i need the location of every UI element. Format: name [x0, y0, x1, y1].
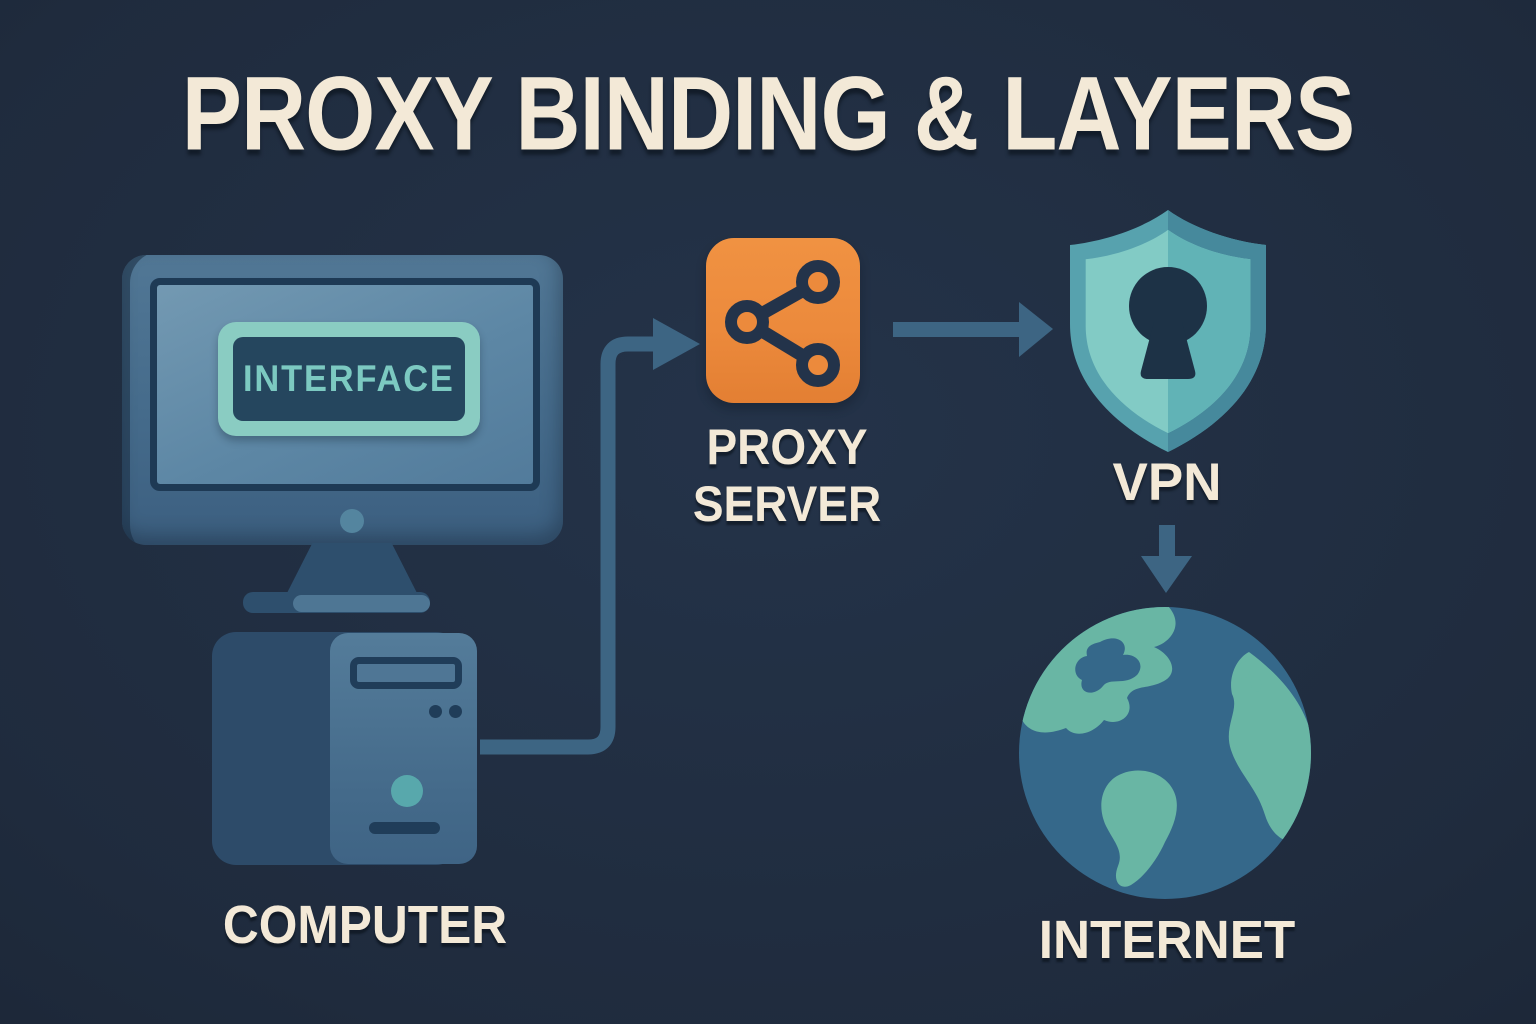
- proxy-server-icon: [706, 238, 860, 403]
- tower-indicator-dot-icon: [449, 705, 462, 718]
- continents-shapes: [1019, 607, 1311, 887]
- tower-power-button-icon: [391, 775, 423, 807]
- tower-vent-slot-icon: [369, 822, 440, 834]
- tower-drive-bay-icon: [350, 657, 462, 689]
- proxy-server-label-line1: PROXY: [706, 419, 868, 475]
- arrow-vpn-to-internet-icon: [1141, 525, 1192, 593]
- globe-icon: [1019, 607, 1311, 899]
- vpn-label: VPN: [1112, 453, 1222, 512]
- computer-label: COMPUTER: [222, 895, 508, 955]
- monitor-stand-neck: [286, 543, 418, 595]
- monitor-stand-base-highlight: [293, 595, 430, 612]
- proxy-server-label: PROXY SERVER: [649, 419, 925, 532]
- page-title: PROXY BINDING & LAYERS: [181, 54, 1356, 173]
- cable-arrow-computer-to-proxy-icon: [480, 318, 700, 755]
- shield-keyhole-icon: [1070, 210, 1266, 452]
- monitor-chin-button-icon: [340, 509, 364, 533]
- proxy-server-label-line2: SERVER: [692, 475, 882, 532]
- arrow-proxy-to-vpn-icon: [893, 302, 1053, 357]
- interface-label: INTERFACE: [243, 358, 455, 399]
- keyhole-icon: [1129, 267, 1207, 379]
- tower-indicator-dot-icon: [429, 705, 442, 718]
- interface-badge: INTERFACE: [233, 337, 465, 421]
- internet-label: INTERNET: [1038, 910, 1296, 970]
- share-network-icon: [725, 260, 840, 387]
